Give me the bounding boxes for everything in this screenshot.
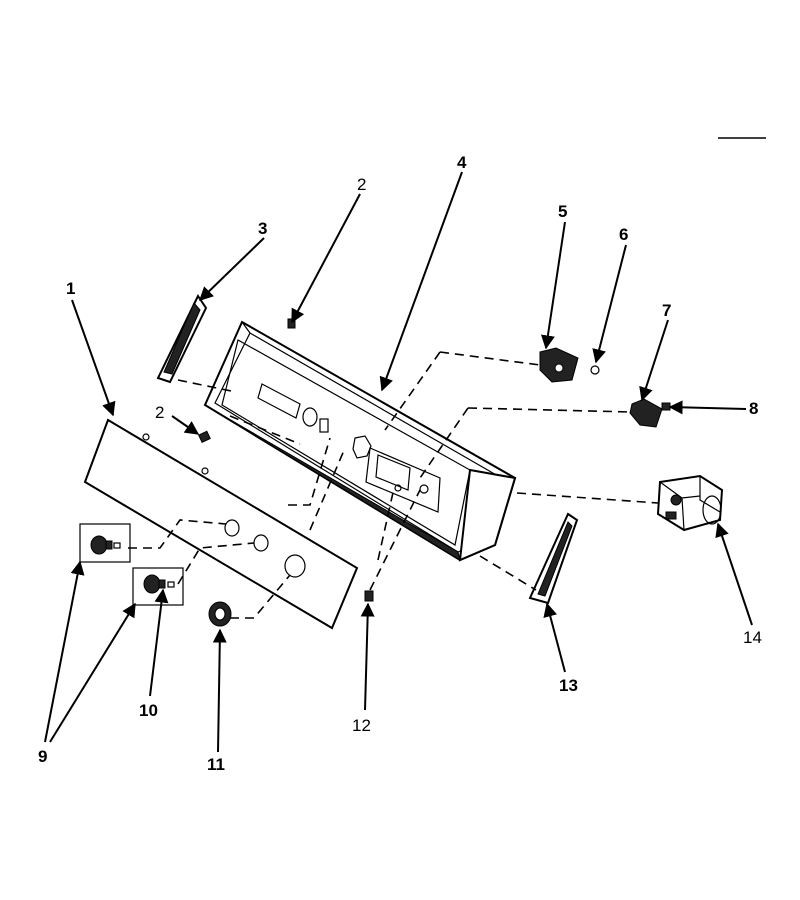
screw-12	[364, 590, 374, 602]
callout-5: 5	[558, 202, 567, 221]
callout-8: 8	[749, 399, 758, 418]
screw-part-8	[661, 402, 671, 411]
callout-2-left: 2	[155, 403, 164, 422]
callout-7: 7	[662, 301, 671, 320]
callout-6: 6	[619, 225, 628, 244]
callout-2-top: 2	[357, 175, 366, 194]
nut-part-6	[590, 365, 600, 375]
assembly-lines	[128, 351, 659, 619]
callout-14: 14	[743, 628, 762, 647]
callout-4: 4	[457, 153, 467, 172]
left-end-cap	[156, 293, 208, 384]
callout-12: 12	[352, 716, 371, 735]
knob-box-lower	[132, 567, 184, 606]
callout-9: 9	[38, 747, 47, 766]
knob-box-upper	[79, 523, 131, 563]
callout-11: 11	[207, 755, 225, 774]
knob-part-11	[208, 601, 232, 627]
timer-part-14	[656, 474, 724, 532]
callout-1: 1	[66, 279, 75, 298]
console-housing	[203, 320, 517, 562]
callout-3: 3	[258, 219, 267, 238]
bracket-part-7	[629, 398, 663, 428]
callout-13: 13	[559, 676, 578, 695]
switch-part-5	[539, 347, 579, 383]
leader-lines	[44, 171, 753, 753]
screw-left	[198, 430, 211, 443]
callout-10: 10	[139, 701, 158, 720]
right-end-cap	[528, 512, 579, 605]
